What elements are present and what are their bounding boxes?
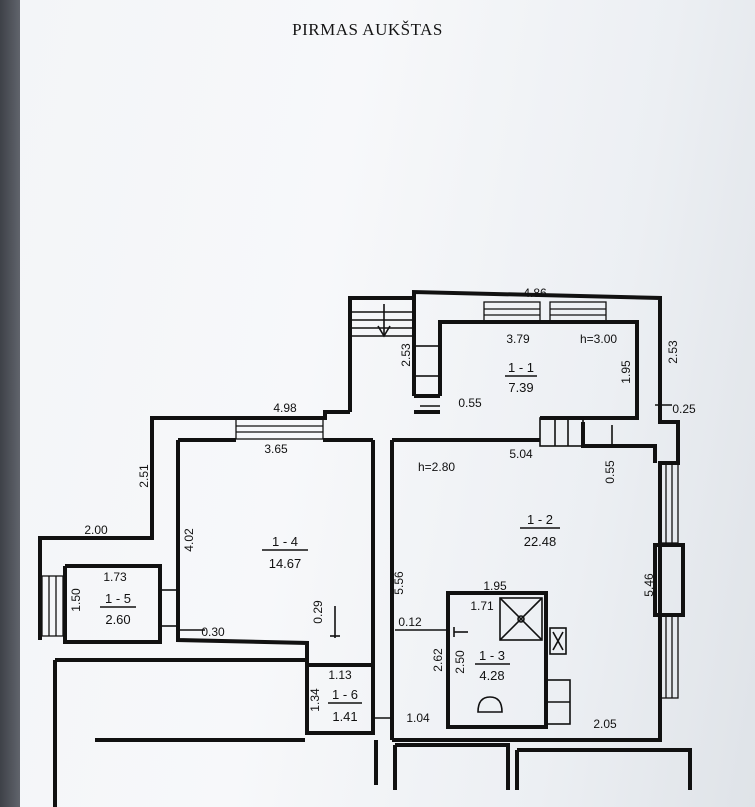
page-title: PIRMAS AUKŠTAS (292, 20, 443, 39)
room-1-1-id: 1 - 1 (508, 360, 534, 375)
room-labels: 1 - 1 7.39 1 - 2 22.48 1 - 3 4.28 1 - 4 … (100, 360, 560, 724)
dim-r14-height: 4.02 (182, 528, 196, 552)
window-top-1 (483, 301, 541, 323)
room-1-3-id: 1 - 3 (479, 648, 505, 663)
wall-room-1-4 (176, 440, 309, 665)
dim-r12-width: 5.04 (509, 447, 533, 461)
dim-r16-height: 1.34 (308, 688, 322, 712)
windows (41, 301, 685, 699)
height-room-1-2: h=2.80 (418, 460, 455, 474)
dim-right-upper: 2.53 (666, 340, 680, 364)
wall-room-1-3 (446, 591, 548, 729)
dim-bottom-step: 0.30 (201, 625, 225, 639)
dim-r13-left: 0.12 (398, 615, 422, 629)
dim-r16-offset: 1.04 (406, 711, 430, 725)
window-right-2 (659, 615, 679, 699)
room-1-3-area: 4.28 (479, 668, 504, 683)
toilet (477, 696, 503, 713)
room-1-4-area: 14.67 (269, 556, 302, 571)
room-1-2-area: 22.48 (524, 534, 557, 549)
door-stair (413, 345, 441, 377)
wall-top-block (348, 289, 680, 445)
paper-sheet (20, 0, 755, 807)
dim-top-width: 4.86 (523, 286, 547, 300)
height-room-1-1: h=3.00 (580, 332, 617, 346)
dim-stair-height: 2.53 (399, 343, 413, 367)
dim-r12-offset: 0.55 (603, 460, 617, 484)
dim-r16-width: 1.13 (328, 668, 352, 682)
dim-right-lower: 5.46 (642, 573, 656, 597)
dim-left-ext: 2.00 (84, 523, 108, 537)
dim-r11-width: 3.79 (506, 332, 530, 346)
room-1-6-area: 1.41 (332, 709, 357, 724)
wall-bottom-5 (395, 743, 510, 790)
wall-room-1-2-top-right (581, 422, 657, 463)
dim-r15-width: 1.73 (103, 570, 127, 584)
wall-room-1-5 (63, 564, 162, 644)
dim-r13-inner: 1.71 (470, 599, 494, 613)
shower-tray (499, 597, 543, 641)
dimension-labels: 4.86 3.79 1.95 2.53 2.53 0.55 0.25 4.98 … (69, 286, 696, 731)
door-1-5 (159, 589, 179, 627)
dim-top-left-width: 4.98 (273, 401, 297, 415)
dim-r14-step: 0.29 (311, 600, 325, 624)
dim-r13-height-b: 2.50 (453, 650, 467, 674)
room-1-5-id: 1 - 5 (105, 591, 131, 606)
wall-bottom-7 (517, 748, 692, 790)
staircase (352, 304, 414, 338)
dim-r14-width: 3.65 (264, 442, 288, 456)
window-right-1 (659, 462, 679, 544)
pier-right (653, 543, 685, 617)
dim-r12-bottom: 2.05 (593, 717, 617, 731)
window-top-2 (549, 301, 607, 323)
room-1-2-id: 1 - 2 (527, 512, 553, 527)
room-1-4-id: 1 - 4 (272, 534, 298, 549)
dimension-lines (178, 404, 672, 719)
dim-r13-width: 1.95 (483, 579, 507, 593)
door-1-1-to-1-2 (539, 417, 584, 447)
dim-r13-height-a: 2.62 (431, 648, 445, 672)
window-room-1-5 (41, 575, 64, 637)
window-room-1-4 (235, 418, 324, 440)
doors (159, 345, 584, 627)
room-1-6-id: 1 - 6 (332, 687, 358, 702)
dim-r15-height: 1.50 (69, 588, 83, 612)
room-1-5-area: 2.60 (105, 612, 130, 627)
dim-ledge-small: 0.55 (458, 396, 482, 410)
room-1-1-area: 7.39 (508, 380, 533, 395)
sink (549, 627, 567, 655)
bathroom-fixtures (453, 597, 571, 725)
wall-left-top (38, 410, 350, 640)
dim-left-upper: 2.51 (137, 464, 151, 488)
wall-room-1-6 (305, 663, 375, 735)
dim-r12-height: 5.56 (392, 571, 406, 595)
dim-corner-small: 0.25 (672, 402, 696, 416)
dim-r11-height: 1.95 (619, 360, 633, 384)
